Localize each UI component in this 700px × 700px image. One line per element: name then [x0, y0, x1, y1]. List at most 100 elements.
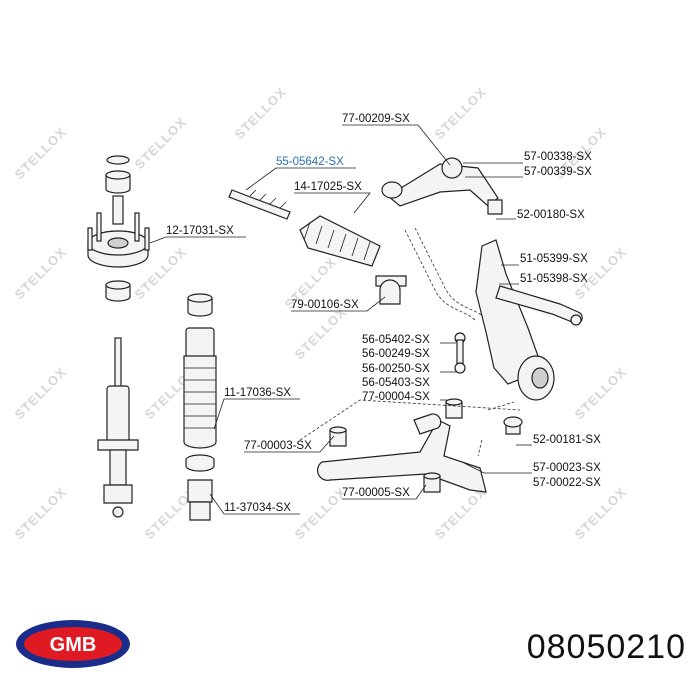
part-label[interactable]: 57-00023-SX [533, 462, 601, 474]
mount-nut-top [105, 170, 131, 180]
watermark-text: STELLOX [132, 114, 190, 172]
boot-folds [303, 221, 371, 261]
leader-line [244, 435, 335, 453]
part-label[interactable]: 12-17031-SX [166, 225, 234, 237]
stabilizer-outline [404, 229, 476, 321]
gmb-logo: GMB [16, 620, 130, 668]
leader-line [149, 236, 246, 244]
shock-absorber [97, 337, 139, 518]
dust-boot [183, 355, 217, 449]
top-mount-center [107, 237, 129, 249]
boot-folds [184, 367, 216, 429]
part-label[interactable]: 79-00106-SX [291, 299, 359, 311]
bump-stop-boot-assembly [183, 293, 217, 521]
leader-line [213, 398, 300, 430]
bump-stop [185, 327, 215, 359]
watermark-text: STELLOX [232, 84, 290, 142]
lower-ball-joint-top [503, 416, 523, 428]
mount-bolt [144, 227, 150, 251]
inner-tie-rod [228, 189, 291, 220]
part-label[interactable]: 77-00004-SX [362, 391, 430, 403]
part-label[interactable]: 57-00022-SX [533, 477, 601, 489]
lower-washer [185, 454, 215, 472]
part-label-highlighted[interactable]: 55-05642-SX [276, 156, 344, 168]
upper-ball-joint [487, 199, 503, 215]
leader-line [245, 167, 356, 191]
link-lower-joint [454, 362, 466, 374]
mount-nut [105, 174, 131, 194]
hub-center [531, 367, 549, 389]
rubber-bushing [187, 479, 213, 503]
steering-boot [299, 215, 381, 267]
leader-line [291, 296, 386, 312]
upper-control-arm [381, 157, 503, 215]
watermark-text: STELLOX [572, 484, 630, 542]
logo-text: GMB [50, 634, 97, 656]
steering-knuckle [475, 239, 583, 401]
part-label[interactable]: 77-00003-SX [244, 440, 312, 452]
part-label[interactable]: 77-00005-SX [342, 487, 410, 499]
mount-bolt [87, 227, 93, 251]
stabilizer-bushing [379, 279, 401, 305]
part-label[interactable]: 14-17025-SX [294, 181, 362, 193]
stabilizer-bar [375, 227, 486, 321]
part-label[interactable]: 11-37034-SX [224, 502, 291, 514]
lower-arm-front-mount [413, 413, 442, 435]
compliance-bushing-top [423, 472, 441, 480]
watermark-text: STELLOX [12, 484, 70, 542]
front-bushing-top [445, 398, 463, 406]
leader-line [342, 484, 427, 500]
part-label[interactable]: 57-00339-SX [524, 166, 592, 178]
bushing-sleeve [189, 501, 211, 521]
leader-line [342, 124, 451, 166]
watermark-text: STELLOX [572, 364, 630, 422]
watermark-text: STELLOX [12, 364, 70, 422]
mount-washer [106, 155, 130, 165]
watermark-text: STELLOX [292, 304, 350, 362]
leader-line [463, 462, 532, 474]
part-label[interactable]: 77-00209-SX [342, 113, 410, 125]
part-label[interactable]: 56-00250-SX [362, 363, 430, 375]
part-label[interactable]: 56-05403-SX [362, 377, 430, 389]
part-label[interactable]: 52-00180-SX [517, 209, 585, 221]
shock-eye [112, 506, 124, 518]
part-labels: 77-00209-SX 57-00338-SX 57-00339-SX 55-0… [166, 113, 601, 514]
strut-mount-assembly [87, 155, 150, 302]
assembly-guide [299, 399, 521, 457]
part-label[interactable]: 57-00338-SX [524, 151, 592, 163]
link-rod [456, 339, 464, 365]
watermark-text: STELLOX [292, 484, 350, 542]
bump-cap-top [105, 280, 131, 290]
part-label[interactable]: 51-05398-SX [520, 273, 588, 285]
rear-bushing-top [329, 426, 347, 434]
part-label[interactable]: 56-05402-SX [362, 334, 430, 346]
shock-lower-mount [103, 484, 133, 504]
mount-stud [112, 195, 124, 225]
upper-bushing-rear [381, 181, 403, 199]
upper-cap [187, 297, 213, 317]
watermark-text: STELLOX [432, 84, 490, 142]
tie-rod-assembly [228, 189, 381, 267]
upper-cap-top [187, 293, 213, 303]
part-label[interactable]: 56-00249-SX [362, 348, 430, 360]
shock-rod [114, 337, 122, 389]
lower-arm-body [316, 419, 487, 493]
part-label[interactable]: 51-05399-SX [520, 253, 588, 265]
part-label[interactable]: 52-00181-SX [533, 434, 601, 446]
leader-line [209, 493, 300, 515]
logo-inner-ellipse [24, 627, 122, 661]
stabilizer-link [454, 332, 466, 374]
part-number: 08050210 [526, 628, 686, 666]
part-label[interactable]: 11-17036-SX [224, 387, 291, 399]
mount-bolt [96, 212, 102, 242]
leader-lines [149, 124, 532, 515]
tie-rod-end-joint [570, 314, 582, 326]
watermark-text: STELLOX [12, 124, 70, 182]
stabilizer-outline [414, 227, 486, 319]
shock-body [106, 385, 130, 447]
upper-bushing-front [441, 157, 463, 179]
lower-control-arm [299, 398, 523, 493]
shock-spring-seat [97, 439, 139, 451]
thread-marks [249, 189, 287, 209]
